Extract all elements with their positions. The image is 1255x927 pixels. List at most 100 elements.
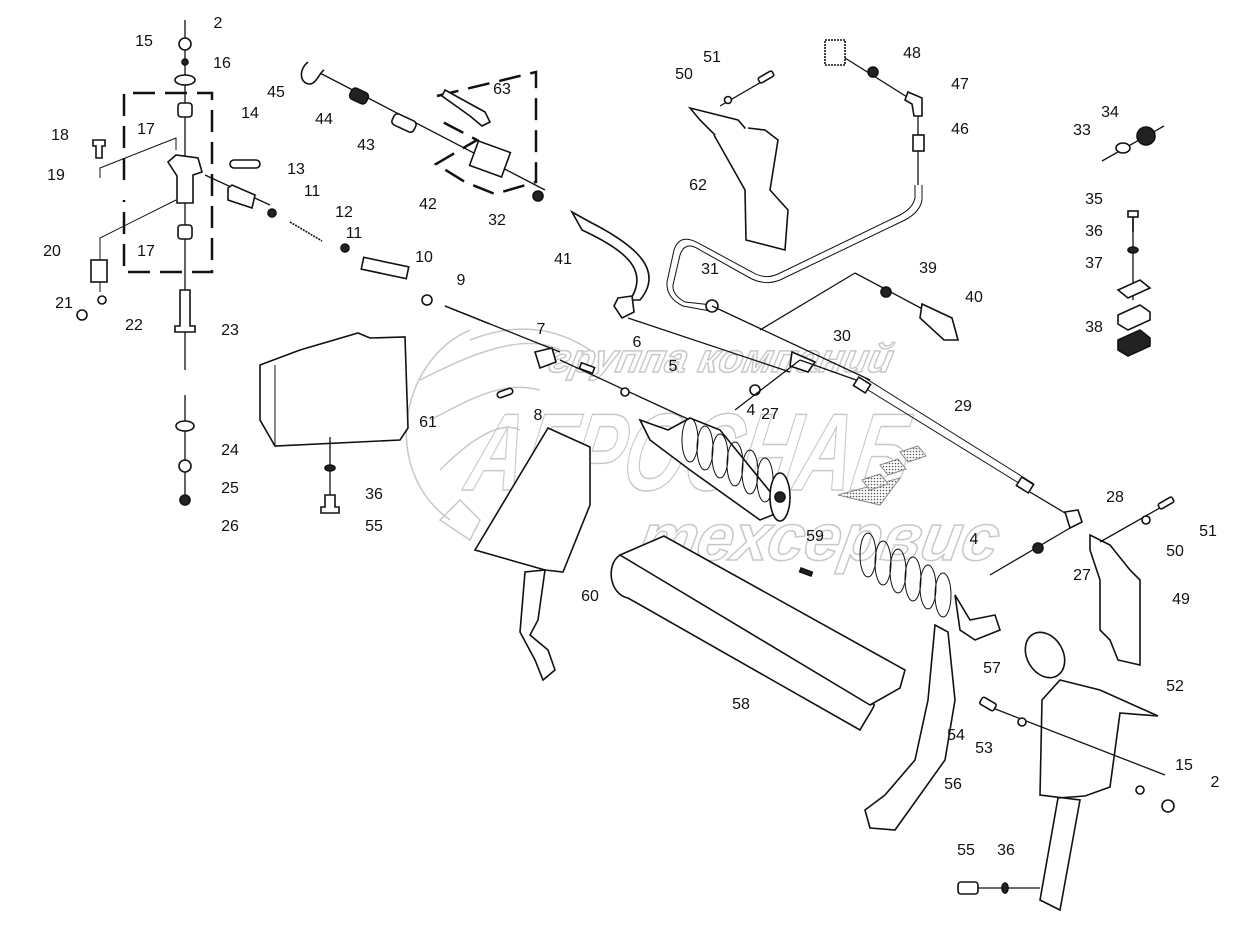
washer-icon bbox=[723, 95, 733, 105]
elbow-icon bbox=[613, 295, 635, 320]
tube-29 bbox=[859, 377, 1035, 491]
tee-fitting-icon bbox=[1063, 509, 1083, 530]
callout-39: 39 bbox=[919, 260, 937, 277]
callout-20: 20 bbox=[43, 243, 61, 260]
callout-28: 28 bbox=[1106, 489, 1124, 506]
washer-icon bbox=[620, 387, 630, 397]
washer-icon bbox=[1001, 882, 1009, 894]
callout-50: 50 bbox=[1166, 543, 1184, 560]
callout-12: 12 bbox=[335, 204, 353, 221]
callout-22: 22 bbox=[125, 317, 143, 334]
washer-icon bbox=[97, 295, 107, 305]
threaded-rod-icon bbox=[289, 221, 323, 242]
washer-icon bbox=[324, 464, 336, 472]
callout-48: 48 bbox=[903, 45, 921, 62]
callout-45: 45 bbox=[267, 84, 285, 101]
callout-34: 34 bbox=[1101, 104, 1119, 121]
callout-32: 32 bbox=[488, 212, 506, 229]
pin-icon bbox=[496, 387, 514, 399]
adapter-icon bbox=[391, 113, 417, 133]
callout-52: 52 bbox=[1166, 678, 1184, 695]
callout-62: 62 bbox=[689, 177, 707, 194]
callout-35: 35 bbox=[1085, 191, 1103, 208]
callout-8: 8 bbox=[534, 407, 543, 424]
callout-23: 23 bbox=[221, 322, 239, 339]
hose-clamp-icon bbox=[1024, 631, 1066, 679]
spring-icon bbox=[859, 532, 952, 618]
valve-assembly bbox=[300, 61, 791, 373]
callout-55: 55 bbox=[957, 842, 975, 859]
covers bbox=[259, 332, 1175, 912]
locknut-icon bbox=[179, 494, 191, 506]
adapter-icon bbox=[912, 134, 925, 152]
washer-icon bbox=[1127, 246, 1139, 254]
bracket-60-leg bbox=[519, 569, 556, 682]
fitting-icon bbox=[867, 66, 879, 78]
washer-icon bbox=[175, 420, 195, 432]
callout-57: 57 bbox=[983, 660, 1001, 677]
callout-21: 21 bbox=[55, 295, 73, 312]
callout-29: 29 bbox=[954, 398, 972, 415]
lever-icon bbox=[440, 88, 492, 127]
callout-51: 51 bbox=[703, 49, 721, 66]
washer-icon bbox=[1017, 717, 1027, 727]
callout-58: 58 bbox=[732, 696, 750, 713]
washer-icon bbox=[174, 74, 196, 86]
bolt-icon bbox=[757, 70, 775, 84]
valve-block-icon bbox=[468, 139, 512, 179]
bushing-icon bbox=[177, 224, 193, 240]
shield-52 bbox=[1039, 679, 1159, 912]
washer-icon bbox=[1141, 515, 1151, 525]
nut-icon bbox=[1136, 126, 1156, 146]
callout-36: 36 bbox=[365, 486, 383, 503]
callout-30: 30 bbox=[833, 328, 851, 345]
fitting-icon bbox=[532, 190, 544, 202]
callout-63: 63 bbox=[493, 81, 511, 98]
bolt-icon bbox=[320, 494, 340, 514]
callout-13: 13 bbox=[287, 161, 305, 178]
bracket-60 bbox=[473, 426, 591, 573]
callout-2: 2 bbox=[214, 15, 223, 32]
callout-38: 38 bbox=[1085, 319, 1103, 336]
spring-assembly bbox=[444, 305, 1083, 576]
callout-19: 19 bbox=[47, 167, 65, 184]
callout-55: 55 bbox=[365, 518, 383, 535]
callout-17: 17 bbox=[137, 121, 155, 138]
callout-60: 60 bbox=[581, 588, 599, 605]
bolt-icon bbox=[957, 881, 979, 895]
callout-5: 5 bbox=[669, 358, 678, 375]
fitting-icon bbox=[1032, 542, 1044, 554]
shield-58 bbox=[610, 535, 906, 732]
callout-2: 2 bbox=[1211, 774, 1220, 791]
callout-17: 17 bbox=[137, 243, 155, 260]
clamp-half-icon bbox=[1117, 304, 1151, 331]
callout-16: 16 bbox=[213, 55, 231, 72]
callout-25: 25 bbox=[221, 480, 239, 497]
callout-47: 47 bbox=[951, 76, 969, 93]
bolt-head-icon bbox=[1127, 210, 1139, 218]
washer-icon bbox=[1135, 785, 1145, 795]
callout-9: 9 bbox=[457, 272, 466, 289]
nut-icon bbox=[421, 294, 433, 306]
callout-37: 37 bbox=[1085, 255, 1103, 272]
nut-icon bbox=[178, 459, 192, 473]
coupler-icon bbox=[919, 302, 960, 341]
cover-61 bbox=[259, 332, 409, 447]
callout-36: 36 bbox=[997, 842, 1015, 859]
callout-27: 27 bbox=[1073, 567, 1091, 584]
fitting-icon bbox=[749, 384, 761, 396]
clamp-assembly bbox=[1101, 125, 1165, 357]
callout-4: 4 bbox=[747, 402, 756, 419]
callout-44: 44 bbox=[315, 111, 333, 128]
valve-outline bbox=[433, 70, 538, 196]
pin-icon bbox=[92, 139, 106, 159]
callout-15: 15 bbox=[135, 33, 153, 50]
bolt-icon bbox=[1157, 496, 1175, 510]
bushing-icon bbox=[177, 102, 193, 118]
callout-11: 11 bbox=[346, 225, 363, 242]
bar-icon bbox=[360, 256, 410, 280]
callout-14: 14 bbox=[241, 105, 259, 122]
block-icon bbox=[90, 259, 108, 283]
hose-icon bbox=[569, 209, 650, 301]
